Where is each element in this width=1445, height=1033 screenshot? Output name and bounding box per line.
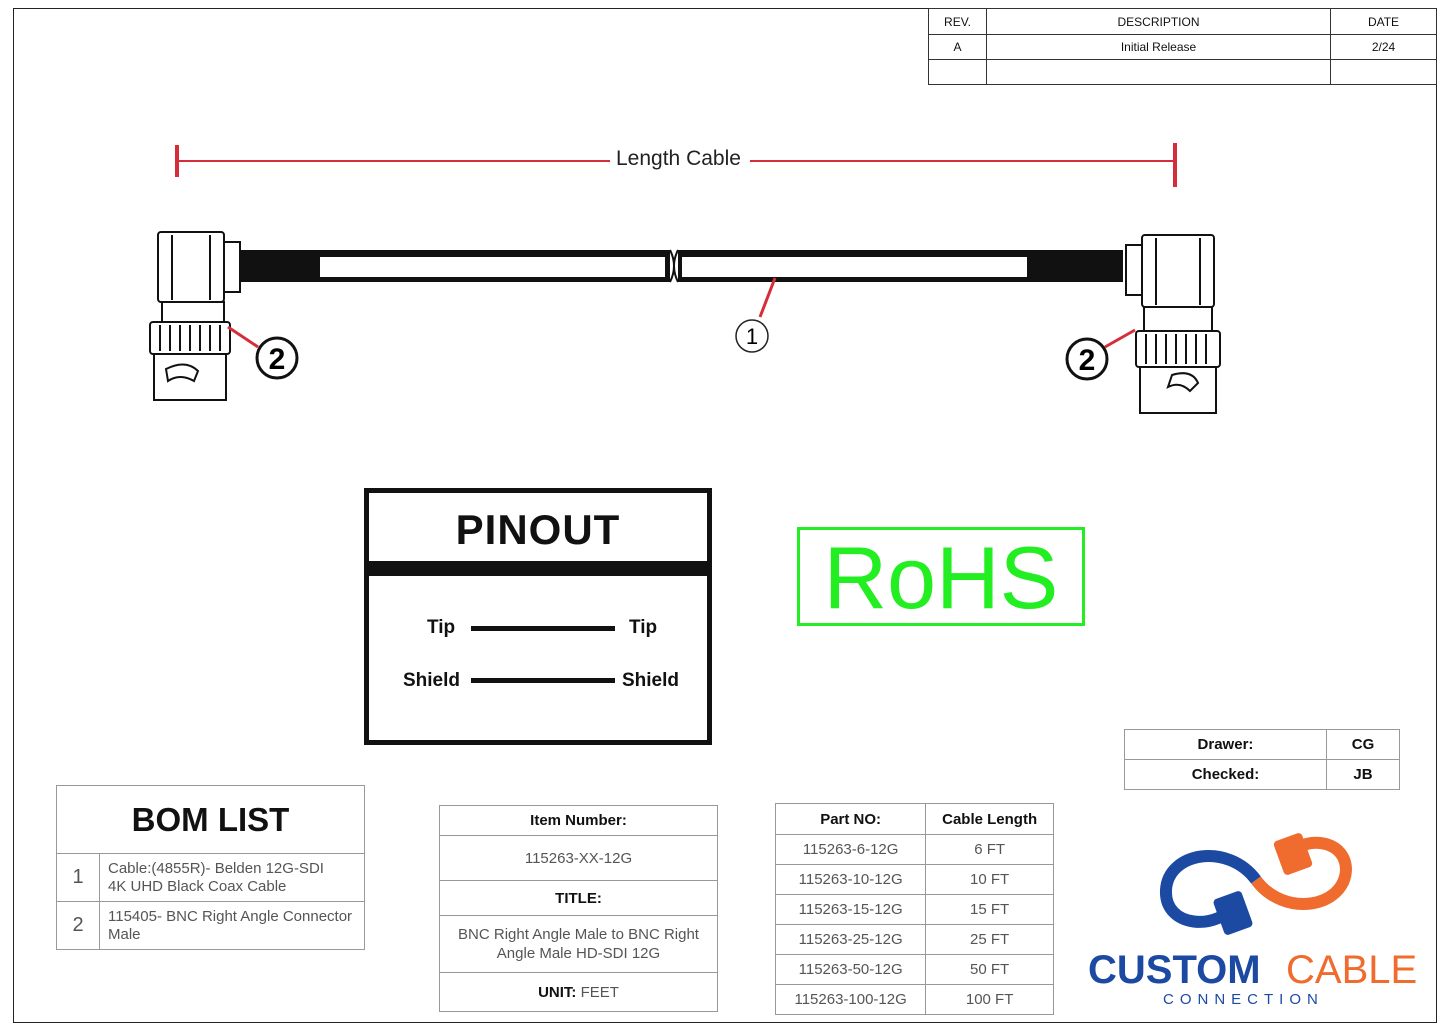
- pin-tip-right: Tip: [629, 617, 658, 638]
- table-row: 1 Cable:(4855R)- Belden 12G-SDI 4K UHD B…: [56, 853, 365, 902]
- bom-table: BOM LIST 1 Cable:(4855R)- Belden 12G-SDI…: [56, 785, 365, 950]
- unit-row: UNIT: FEET: [439, 972, 718, 1012]
- left-bnc-connector: [149, 231, 241, 401]
- revision-table: REV. DESCRIPTION DATE A Initial Release …: [928, 8, 1437, 85]
- drawer-label: Drawer:: [1124, 729, 1327, 760]
- pin-shield-wire: [471, 678, 615, 683]
- part-number: 115263-100-12G: [774, 984, 927, 1015]
- title-value: BNC Right Angle Male to BNC Right Angle …: [439, 915, 718, 973]
- right-bnc-connector: [1125, 234, 1221, 414]
- length-cable-label: Length Cable: [612, 147, 745, 171]
- bom-item-line: 115405- BNC Right Angle Connector: [108, 907, 353, 925]
- title-label: TITLE:: [439, 880, 718, 916]
- part-number: 115263-10-12G: [774, 864, 927, 895]
- item-info-table: Item Number: 115263-XX-12G TITLE: BNC Ri…: [439, 805, 718, 1012]
- coax-cable: [238, 249, 1123, 283]
- cable-length-header: Cable Length: [925, 803, 1054, 835]
- part-number: 115263-50-12G: [774, 954, 927, 985]
- pin-tip-wire: [471, 626, 615, 631]
- cable-length: 15 FT: [925, 894, 1054, 925]
- cable-length: 10 FT: [925, 864, 1054, 895]
- logo-word-connection: CONNECTION: [1163, 991, 1324, 1008]
- title-line: BNC Right Angle Male to BNC Right: [458, 926, 699, 943]
- part-no-header: Part NO:: [774, 803, 927, 835]
- description-header: DESCRIPTION: [986, 8, 1331, 35]
- bom-item-description: Cable:(4855R)- Belden 12G-SDI 4K UHD Bla…: [99, 853, 365, 902]
- connector-callout-right: 2: [1079, 344, 1096, 377]
- part-number: 115263-25-12G: [774, 924, 927, 955]
- rev-cell: [928, 59, 987, 85]
- description-cell: Initial Release: [986, 34, 1331, 60]
- bom-item-number: 1: [56, 853, 100, 902]
- connector-callout-left: 2: [269, 343, 286, 376]
- rohs-mark: RoHS: [797, 527, 1085, 626]
- pin-shield-right: Shield: [622, 670, 680, 691]
- rev-cell: A: [928, 34, 987, 60]
- rev-header: REV.: [928, 8, 987, 35]
- pinout-title: PINOUT: [369, 493, 707, 566]
- item-number-value: 115263-XX-12G: [439, 835, 718, 881]
- part-number: 115263-6-12G: [774, 834, 927, 865]
- signoff-table: Drawer: CG Checked: JB: [1124, 729, 1401, 790]
- checked-label: Checked:: [1124, 759, 1327, 790]
- bom-item-line: Cable:(4855R)- Belden 12G-SDI: [108, 859, 324, 877]
- cable-callout: 1: [746, 324, 758, 349]
- date-header: DATE: [1330, 8, 1437, 35]
- logo-mark-icon: [1160, 833, 1353, 935]
- bom-item-description: 115405- BNC Right Angle Connector Male: [99, 901, 365, 950]
- table-row: 2 115405- BNC Right Angle Connector Male: [56, 901, 365, 950]
- company-logo: [1160, 833, 1353, 935]
- cable-drawing: 1 2 2: [149, 143, 1221, 414]
- item-number-label: Item Number:: [439, 805, 718, 836]
- unit-label: UNIT:: [538, 983, 577, 1001]
- date-cell: 2/24: [1330, 34, 1437, 60]
- logo-word-custom: CUSTOM: [1088, 948, 1261, 992]
- logo-word-cable: CABLE: [1286, 948, 1418, 992]
- unit-value: FEET: [580, 983, 619, 1001]
- cable-length: 50 FT: [925, 954, 1054, 985]
- drawing-frame: [13, 8, 1437, 1023]
- drawer-value: CG: [1325, 729, 1401, 760]
- bom-item-number: 2: [56, 901, 100, 950]
- length-dimension-line: [175, 143, 1177, 187]
- part-number: 115263-15-12G: [774, 894, 927, 925]
- pin-shield-left: Shield: [403, 670, 461, 691]
- pinout-divider: [369, 566, 707, 576]
- bom-item-line: 4K UHD Black Coax Cable: [108, 877, 287, 895]
- bom-title: BOM LIST: [56, 785, 365, 854]
- cable-length: 25 FT: [925, 924, 1054, 955]
- cable-length: 6 FT: [925, 834, 1054, 865]
- date-cell: [1330, 59, 1437, 85]
- checked-value: JB: [1325, 759, 1401, 790]
- description-cell: [986, 59, 1331, 85]
- title-line: Angle Male HD-SDI 12G: [496, 945, 661, 962]
- cable-length: 100 FT: [925, 984, 1054, 1015]
- pin-tip-left: Tip: [427, 617, 456, 638]
- bom-item-line: Male: [108, 925, 141, 943]
- pinout-box: PINOUT Tip Tip Shield Shield: [364, 488, 712, 745]
